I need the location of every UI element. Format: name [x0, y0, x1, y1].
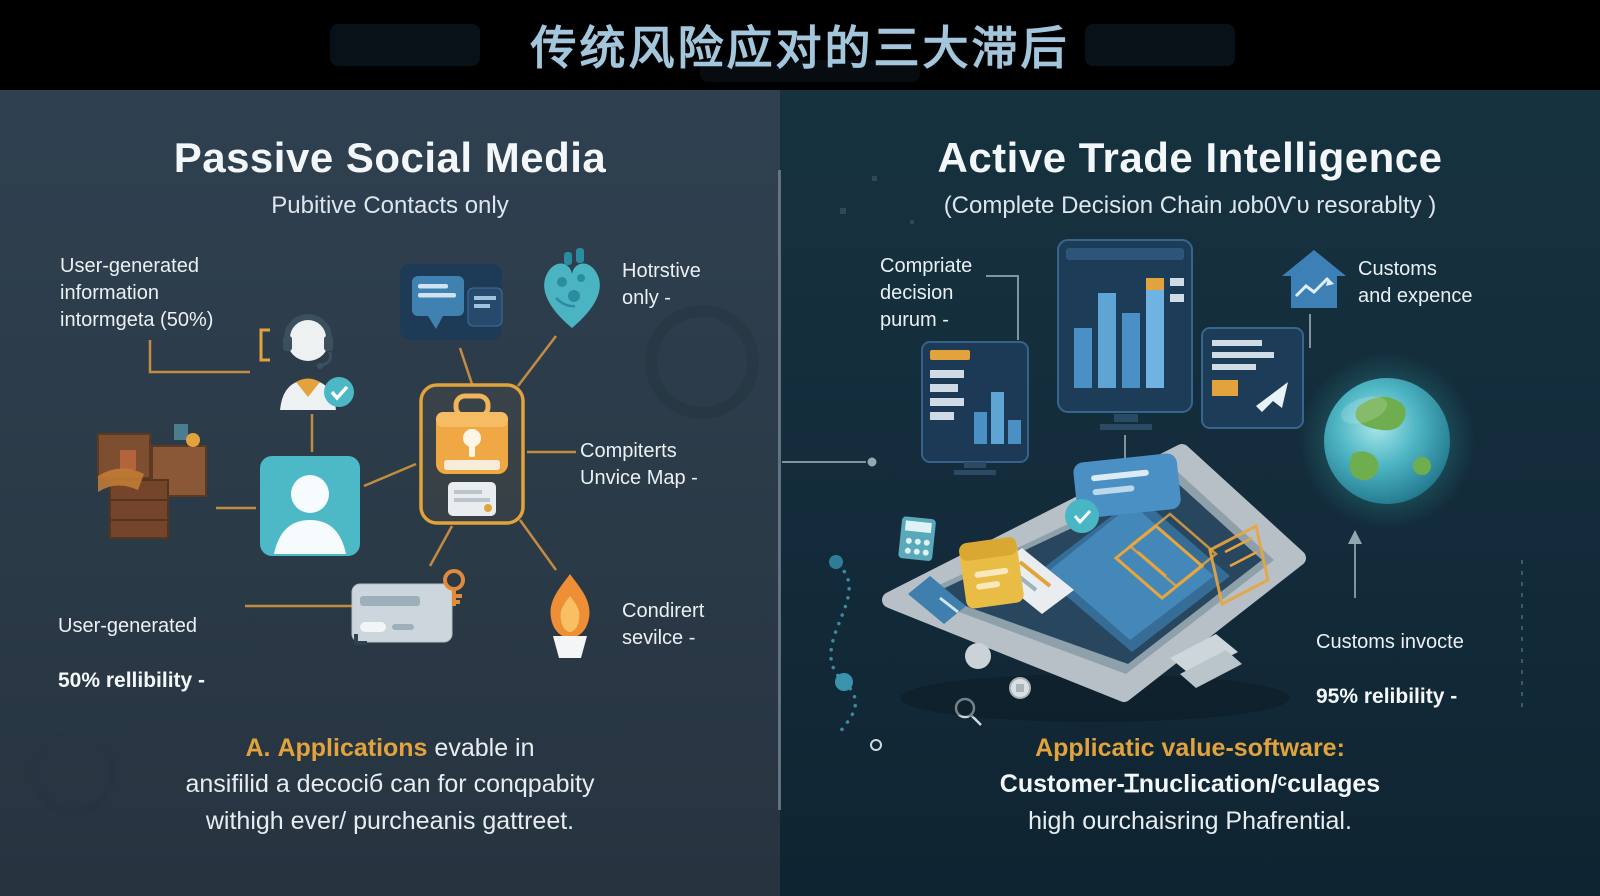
- right-caption: Applicatic value-software: Customer-Ɪnuc…: [870, 730, 1510, 839]
- briefcase-lock-icon: [419, 383, 525, 525]
- hotrstive-label: Hotrstive only -: [622, 260, 701, 309]
- left-panel-title: Passive Social Media: [173, 134, 607, 181]
- flame-icon: [550, 574, 590, 658]
- panel-divider: [778, 170, 781, 810]
- page-title: 传统风险应对的三大滞后: [530, 22, 1070, 74]
- user-avatar-icon: [260, 456, 360, 556]
- right-panel-subtitle: (Complete Decision Chain ɹob0Ѵᴜ resorabl…: [943, 192, 1437, 219]
- cargo-boxes-icon: [97, 424, 207, 539]
- caption-lead: A.: [245, 734, 271, 762]
- caption-rest: evable in: [434, 734, 535, 762]
- left-panel-subtitle: Pubitive Contacts only: [271, 192, 509, 219]
- chat-message-icon: [400, 264, 503, 340]
- label-line: Customs invocte: [1316, 631, 1464, 653]
- active-trade-intelligence-panel: Active Trade Intelligence (Complete Deci…: [780, 90, 1600, 896]
- tablet-illustration: [882, 444, 1306, 722]
- right-caption-line1: Applicatic value-software:: [1035, 734, 1345, 762]
- left-connector-lines: [148, 335, 576, 608]
- header-decor-blob: [1085, 24, 1235, 66]
- right-connector-lines: [782, 176, 1523, 751]
- user-info-label: User-generated information intormgeta (5…: [60, 255, 214, 331]
- condirert-label: Condirert sevilce -: [622, 600, 705, 649]
- left-caption-line1: A. Applications evable in: [70, 730, 710, 766]
- header-decor-blob: [330, 24, 480, 66]
- support-agent-icon: [259, 314, 354, 410]
- customs-expense-label: Customs and expence: [1358, 258, 1473, 307]
- dashboard-monitor-icon: [921, 341, 1029, 475]
- passive-social-media-panel: Passive Social Media Pubitive Contacts o…: [0, 90, 780, 896]
- compiterts-label: Compiterts Unvice Map -: [580, 440, 698, 489]
- globe-icon: [1299, 353, 1475, 529]
- circle-ghost-decor: [30, 730, 116, 816]
- customs-invoice-label: Customs invocte 95% relibility -: [1316, 602, 1464, 711]
- header-bar: [0, 0, 1600, 90]
- comparison-panels: Passive Social Media Pubitive Contacts o…: [0, 90, 1600, 896]
- right-caption-line2: Customer-Ɪnuclication/ᶜculages: [999, 770, 1381, 799]
- right-caption-line3: high ourchaisring Phafrential.: [1028, 806, 1352, 835]
- dotted-route-icon: [829, 563, 858, 734]
- right-panel-title: Active Trade Intelligence: [937, 134, 1443, 181]
- left-caption: A. Applications evable in ansifilid a de…: [70, 730, 710, 839]
- caption-highlight: Applications: [277, 734, 428, 762]
- label-line-bold: 95% relibility -: [1316, 685, 1458, 708]
- user-reliability-label: User-generated 50% rellibility -: [58, 586, 205, 695]
- compriate-label: Compriate decision purum -: [880, 255, 973, 331]
- header-decor-blob: [700, 60, 920, 82]
- heart-icon: [544, 248, 600, 328]
- document-monitor-icon: [1201, 327, 1304, 429]
- house-chart-icon: [1282, 250, 1346, 308]
- left-caption-line3: withigh ever/ purcheanis gattreet.: [205, 806, 575, 835]
- analytics-monitor-icon: [1057, 239, 1193, 430]
- credit-card-key-icon: [351, 569, 465, 645]
- left-caption-line2: ansifilid a decociб can for conqpabity: [185, 770, 595, 799]
- label-line-bold: 50% rellibility -: [58, 669, 206, 692]
- label-line: User-generated: [58, 615, 197, 637]
